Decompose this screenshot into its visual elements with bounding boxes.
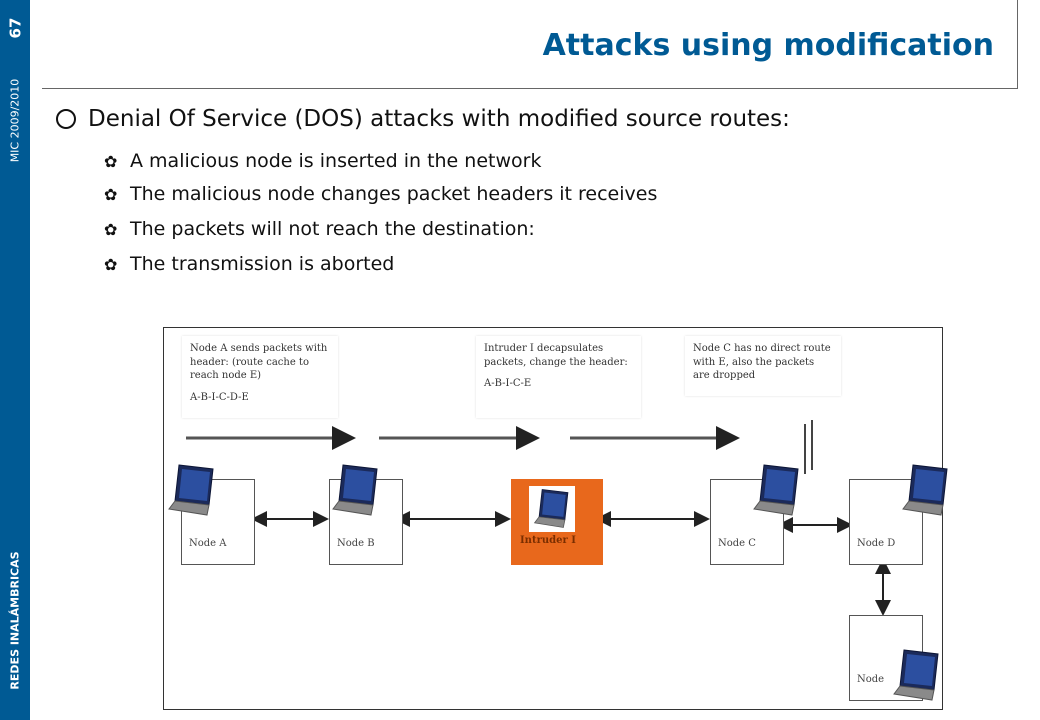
sub-bullet-text: The malicious node changes packet header… [130, 183, 658, 205]
sub-bullet: ✿ The transmission is aborted [104, 253, 394, 275]
laptop-icon [753, 464, 799, 516]
sub-bullet-text: The transmission is aborted [130, 253, 395, 275]
note-intruder: Intruder I decapsulates packets, change … [476, 336, 641, 418]
node-b-label: Node B [337, 538, 375, 549]
sidebar: 67 MIC 2009/2010 REDES INALÁMBRICAS [0, 0, 30, 720]
slide-title: Attacks using modification [542, 28, 994, 63]
laptop-icon [902, 464, 948, 516]
laptop-icon [533, 489, 569, 528]
sub-bullet: ✿ The packets will not reach the destina… [104, 218, 535, 240]
sub-bullet-text: The packets will not reach the destinati… [130, 218, 535, 240]
flower-bullet-icon: ✿ [104, 184, 118, 204]
main-bullet: Denial Of Service (DOS) attacks with mod… [56, 106, 790, 132]
note-node-a-text: Node A sends packets with header: (route… [190, 343, 328, 381]
circle-bullet-icon [56, 109, 76, 129]
note-intruder-route: A-B-I-C-E [484, 378, 532, 389]
note-intruder-text: Intruder I decapsulates packets, change … [484, 343, 628, 368]
laptop-icon [893, 649, 939, 701]
sub-bullet: ✿ A malicious node is inserted in the ne… [104, 150, 541, 172]
title-divider [42, 88, 1018, 89]
node-a-label: Node A [189, 538, 227, 549]
flower-bullet-icon: ✿ [104, 151, 118, 171]
title-divider-vertical [1017, 0, 1018, 89]
flower-bullet-icon: ✿ [104, 254, 118, 274]
network-diagram: Node A sends packets with header: (route… [163, 327, 948, 710]
main-bullet-text: Denial Of Service (DOS) attacks with mod… [88, 106, 790, 132]
node-d-label: Node D [857, 538, 896, 549]
brand-label: REDES INALÁMBRICAS [8, 550, 22, 690]
sub-bullet-text: A malicious node is inserted in the netw… [130, 150, 542, 172]
course-label: MIC 2009/2010 [8, 78, 22, 162]
note-node-c-text: Node C has no direct route with E, also … [693, 343, 831, 381]
note-node-c: Node C has no direct route with E, also … [685, 336, 841, 396]
node-c-label: Node C [718, 538, 756, 549]
intruder-label: Intruder I [520, 535, 576, 546]
note-node-a-route: A-B-I-C-D-E [190, 391, 249, 403]
node-e-label: Node [857, 674, 885, 685]
page-number: 67 [6, 17, 24, 39]
note-node-a: Node A sends packets with header: (route… [182, 336, 338, 418]
sub-bullet: ✿ The malicious node changes packet head… [104, 183, 657, 205]
diagram-connectors [186, 420, 891, 616]
flower-bullet-icon: ✿ [104, 219, 118, 239]
laptop-icon [168, 464, 214, 516]
node-a-box [181, 479, 255, 565]
laptop-icon [332, 464, 378, 516]
